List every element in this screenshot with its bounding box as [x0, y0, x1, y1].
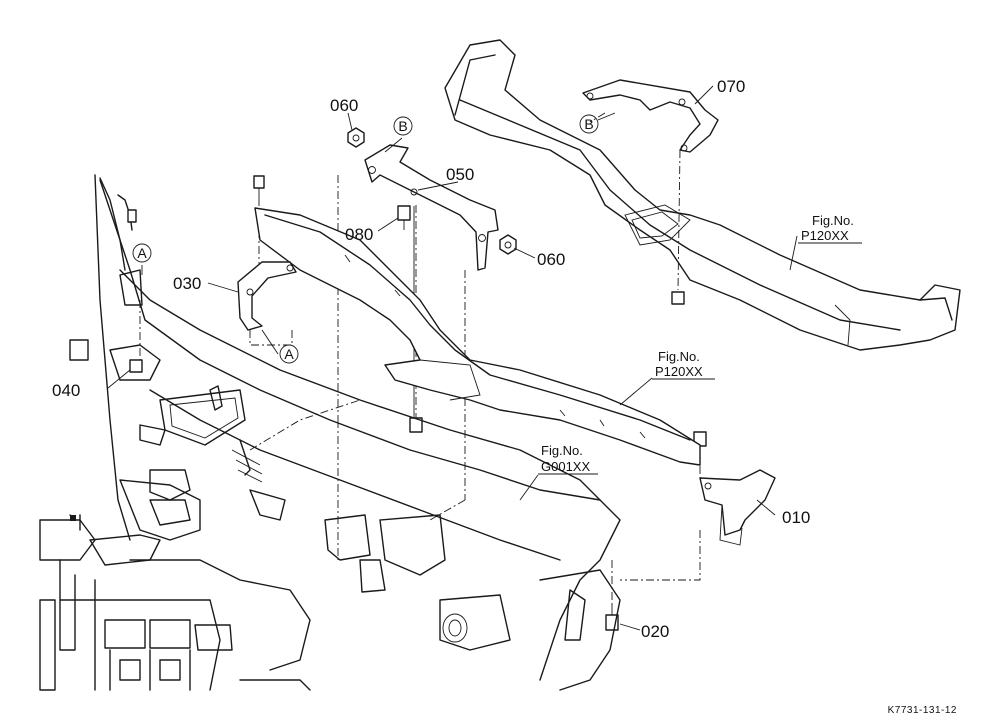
- part-callouts: 060 070 050 080 060 030 040 010 020: [52, 77, 810, 641]
- upper-duct: [444, 39, 961, 351]
- lower-frame: [39, 339, 311, 691]
- ref-b2: B: [584, 116, 593, 132]
- drawing-code: K7731-131-12: [888, 705, 957, 716]
- callout-060-top: 060: [330, 96, 358, 115]
- fig-ref-1-label: Fig.No.: [812, 213, 854, 228]
- fig-ref-2-code: P120XX: [655, 364, 703, 379]
- callout-010: 010: [782, 508, 810, 527]
- ref-a1: A: [137, 245, 147, 261]
- cross-member: [254, 207, 701, 466]
- left-pillar: [99, 177, 161, 381]
- bracket-010: [699, 466, 776, 546]
- callout-080: 080: [345, 225, 373, 244]
- callout-070: 070: [717, 77, 745, 96]
- fig-ref-1-code: P120XX: [801, 228, 849, 243]
- callout-040: 040: [52, 381, 80, 400]
- figure-references: Fig.No. P120XX Fig.No. P120XX Fig.No. G0…: [538, 213, 862, 475]
- fasteners: [129, 127, 707, 631]
- dashboard-body: [94, 174, 621, 691]
- fig-ref-2-label: Fig.No.: [658, 349, 700, 364]
- ref-a2: A: [284, 346, 294, 362]
- callout-020: 020: [641, 622, 669, 641]
- ref-b1: B: [398, 118, 407, 134]
- ref-circle-b1: [393, 116, 413, 136]
- assembly-lines: [139, 300, 701, 605]
- bracket-030: [237, 261, 297, 346]
- ref-circle-b2: [579, 114, 599, 134]
- fig-ref-3-label: Fig.No.: [541, 443, 583, 458]
- ref-circle-a1: [132, 243, 152, 263]
- callout-050: 050: [446, 165, 474, 184]
- callout-060-right: 060: [537, 250, 565, 269]
- leader-lines: [107, 85, 798, 631]
- bracket-070: [582, 79, 719, 291]
- ref-circle-a2: [279, 344, 299, 364]
- reference-markers: A A B B: [132, 114, 599, 364]
- fig-ref-3-code: G001XX: [541, 459, 590, 474]
- callout-030: 030: [173, 274, 201, 293]
